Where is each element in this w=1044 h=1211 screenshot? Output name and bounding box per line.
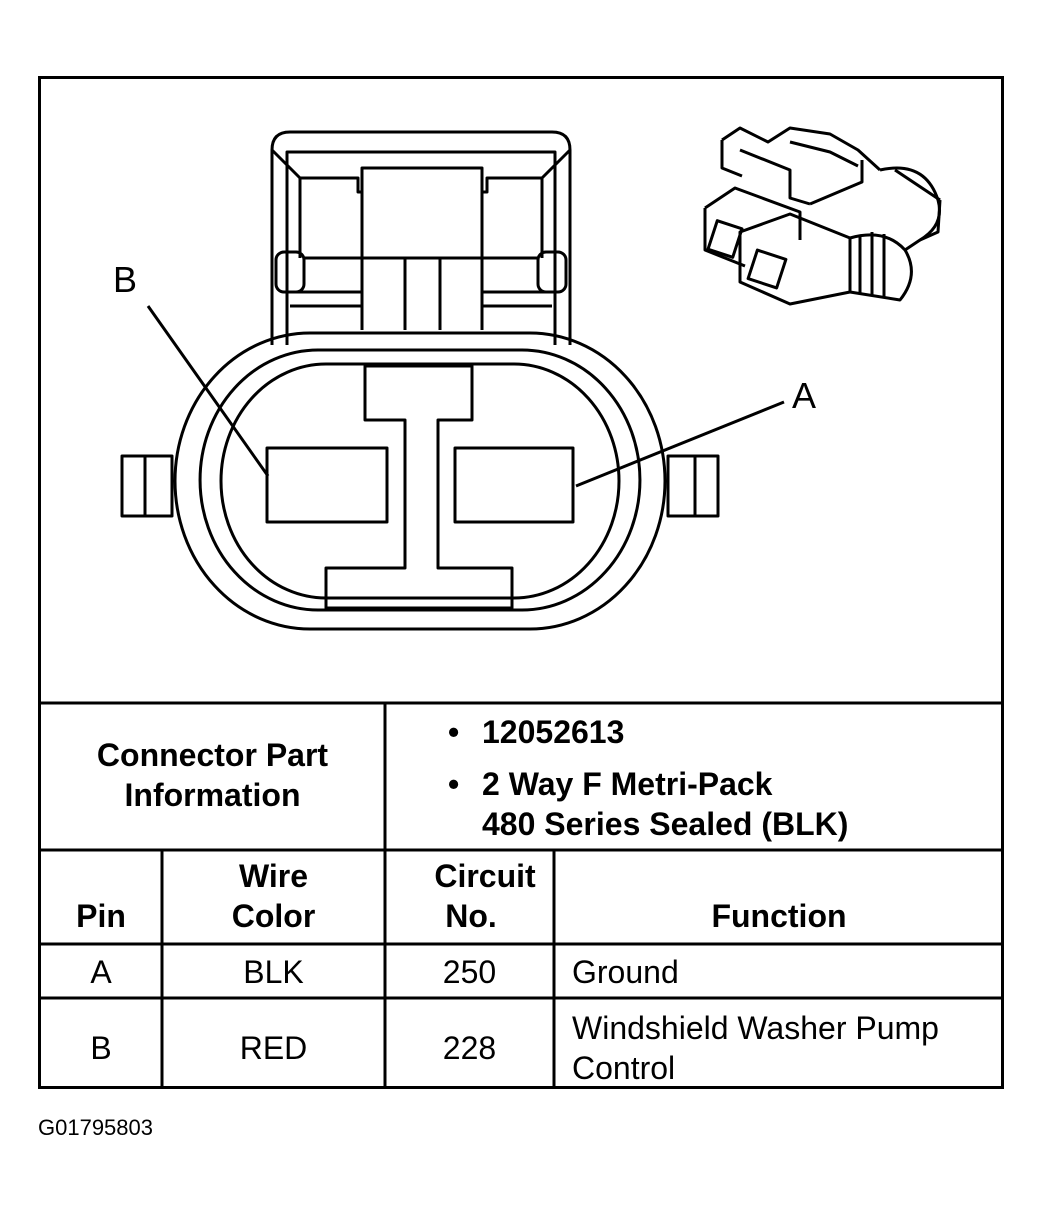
- part-number: 12052613: [482, 714, 625, 750]
- figure-id: G01795803: [38, 1115, 153, 1140]
- connector-part-details: • 12052613 • 2 Way F Metri-Pack 480 Series…: [448, 712, 988, 844]
- figure-frame: [38, 76, 1004, 1089]
- connector-body: [120, 331, 720, 631]
- table-grid: [38, 701, 1004, 1089]
- description-line1: 2 Way F Metri-Pack: [482, 766, 773, 802]
- connector-part-heading: Connector Part Information: [40, 735, 385, 815]
- row-a-function: Ground: [572, 954, 679, 990]
- connector-part-heading-line1: Connector Part: [96, 737, 329, 773]
- header-wire-color-line2: Color: [231, 898, 316, 934]
- pin-b-cavity: [265, 446, 389, 524]
- header-function: Function: [711, 898, 847, 934]
- part-number-item: • 12052613: [448, 712, 988, 752]
- row-b-function-line2: Control: [572, 1050, 676, 1086]
- row-a-pin: A: [90, 954, 112, 990]
- label-b: B: [113, 259, 137, 300]
- center-divider: [324, 364, 514, 610]
- row-b-wire-color: RED: [239, 1030, 308, 1066]
- row-a-circuit: 250: [442, 954, 497, 990]
- row-b-pin: B: [90, 1030, 112, 1066]
- header-circuit-no: Circuit No.: [385, 856, 585, 936]
- row-a-wire-color: BLK: [243, 954, 304, 990]
- description-item: • 2 Way F Metri-Pack: [448, 764, 988, 804]
- leader-line-a: [575, 400, 785, 488]
- description-line2: 480 Series Sealed (BLK): [482, 806, 849, 842]
- connector-latch-housing: [270, 130, 572, 345]
- row-b-circuit: 228: [442, 1030, 497, 1066]
- label-a: A: [792, 375, 816, 416]
- pin-a-cavity: [453, 446, 575, 524]
- bullet: •: [448, 714, 460, 750]
- leader-line-b: [146, 305, 270, 477]
- description-line2-row: 480 Series Sealed (BLK): [448, 804, 988, 844]
- row-b-function: Windshield Washer Pump Control: [572, 1008, 1002, 1088]
- connector-3d-illustration: [703, 126, 942, 306]
- header-circuit-line1: Circuit: [434, 858, 536, 894]
- row-b-function-line1: Windshield Washer Pump: [572, 1010, 939, 1046]
- connector-part-heading-line2: Information: [124, 777, 301, 813]
- header-circuit-line2: No.: [445, 898, 497, 934]
- header-wire-color: Wire Color: [162, 856, 385, 936]
- header-pin: Pin: [76, 898, 126, 934]
- bullet: •: [448, 766, 460, 802]
- header-wire-color-line1: Wire: [238, 858, 309, 894]
